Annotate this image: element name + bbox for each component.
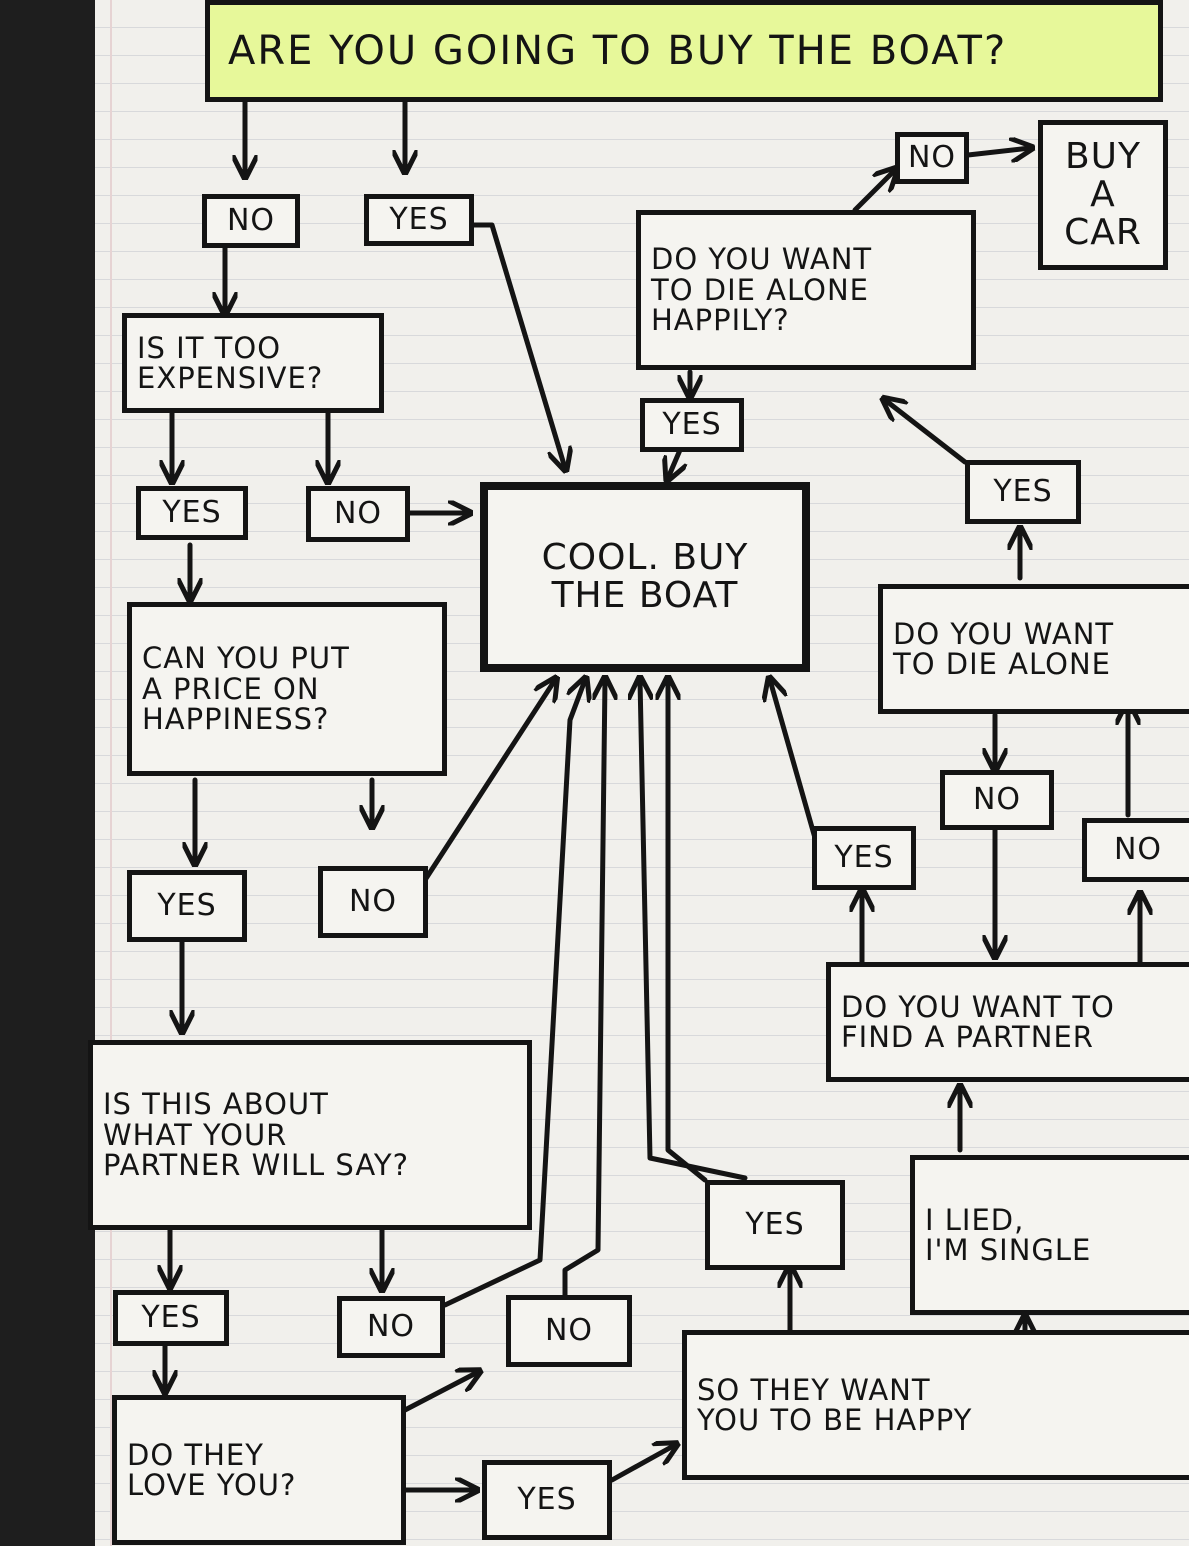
arrow-yes9-to-cool [668,447,680,478]
answer-no-1: NO [202,194,300,248]
answer-yes-7: YES [812,826,916,890]
answer-yes-6: YES [705,1180,845,1270]
arrow-yes8-to-happily [885,400,968,465]
question-die-alone: DO YOU WANT TO DIE ALONE [878,584,1189,714]
root-question: ARE YOU GOING TO BUY THE BOAT? [205,0,1163,102]
answer-yes-1: YES [364,194,474,246]
arrow-no3-to-cool [422,680,555,883]
question-die-alone-happily: DO YOU WANT TO DIE ALONE HAPPILY? [636,210,976,370]
answer-yes-5: YES [482,1460,612,1540]
question-find-a-partner: DO YOU WANT TO FIND A PARTNER [826,962,1189,1082]
answer-no-4: NO [337,1296,445,1358]
arrow-no4-to-cool [442,680,585,1308]
arrow-no8-to-car [965,148,1030,155]
answer-no-2: NO [306,486,410,542]
question-too-expensive: IS IT TOO EXPENSIVE? [122,313,384,413]
arrow-no5-to-cool [562,680,605,1298]
arrow-love-to-no5 [402,1372,478,1413]
answer-no-5: NO [506,1295,632,1367]
answer-no-3: NO [318,866,428,938]
result-cool-buy-the-boat: COOL. BUY THE BOAT [480,482,810,672]
arrow-yes5-to-happy [609,1445,675,1483]
question-do-they-love-you: DO THEY LOVE YOU? [112,1395,406,1545]
question-partner-will-say: IS THIS ABOUT WHAT YOUR PARTNER WILL SAY… [88,1040,532,1230]
arrow-yes-to-cool [469,222,565,468]
arrow-yes6-to-cool-2 [668,680,708,1183]
question-price-on-happiness: CAN YOU PUT A PRICE ON HAPPINESS? [127,602,447,776]
arrow-yes6-to-cool [640,680,748,1181]
arrow-happily-to-no8 [852,170,895,213]
statement-lied-single: I LIED, I'M SINGLE [910,1155,1189,1315]
answer-yes-9: YES [640,398,744,452]
arrow-yes7-to-cool [770,680,818,841]
paper-margin-line [110,0,112,1546]
answer-no-6: NO [940,770,1054,830]
answer-yes-2: YES [136,486,248,540]
answer-no-7: NO [1082,818,1189,882]
answer-yes-3: YES [127,870,247,942]
answer-yes-4: YES [113,1290,229,1346]
answer-yes-8: YES [965,460,1081,524]
answer-no-8: NO [895,132,969,184]
result-buy-a-car: BUY A CAR [1038,120,1168,270]
question-want-you-happy: SO THEY WANT YOU TO BE HAPPY [682,1330,1189,1480]
